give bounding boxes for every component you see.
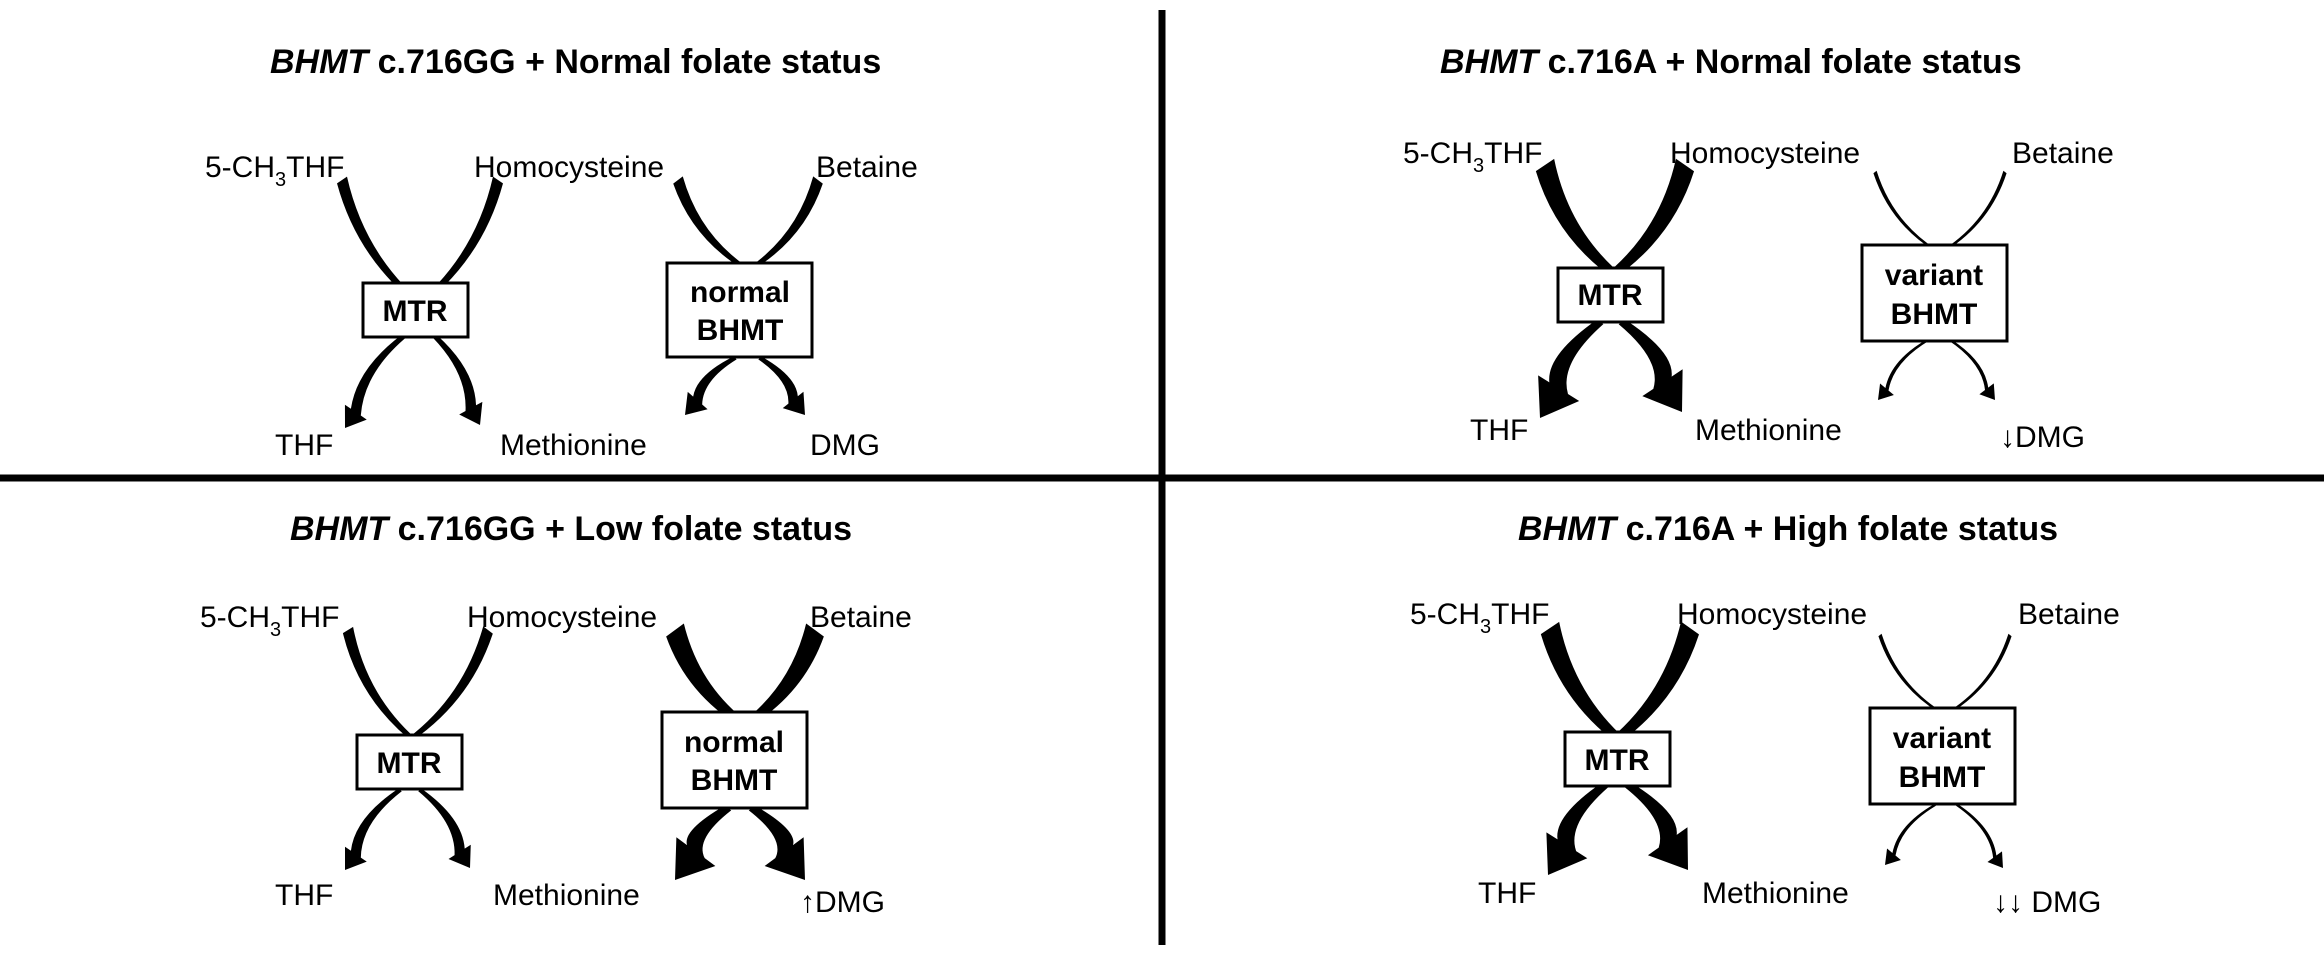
bhmt-flux-out-left — [1878, 339, 1929, 400]
homocysteine-label: Homocysteine — [467, 601, 657, 634]
panel-top-right: BHMT c.716A + Normal folate status MTR 5… — [1403, 43, 2114, 454]
mtr-flux-in-right — [1601, 621, 1699, 751]
dmg-label: ↑DMG — [800, 886, 885, 919]
bhmt-enzyme-line1: normal — [684, 726, 784, 759]
homocysteine-label: Homocysteine — [1677, 598, 1867, 631]
5-ch3thf-label: 5-CH3THF — [1403, 137, 1542, 177]
mtr-enzyme-box — [1563, 730, 1672, 788]
thf-label: THF — [1470, 414, 1528, 447]
mtr-enzyme-box — [355, 733, 464, 791]
mtr-enzyme-label: MTR — [377, 747, 442, 780]
bhmt-reaction: normal BHMT Betaine ↑DMG — [660, 601, 912, 919]
bhmt-reaction: variant BHMT Betaine ↓DMG — [1860, 137, 2114, 454]
thf-label: THF — [275, 429, 333, 462]
bhmt-reaction: variant BHMT Betaine ↓↓ DMG — [1868, 598, 2120, 919]
dmg-label: ↓↓ DMG — [1993, 886, 2101, 919]
bhmt-flux-out-right — [748, 805, 805, 880]
thf-label: THF — [275, 879, 333, 912]
bhmt-enzyme-line1: variant — [1885, 259, 1983, 292]
dmg-label: DMG — [810, 429, 880, 462]
mtr-flux-out-left — [344, 328, 414, 428]
bhmt-flux-in-left — [673, 176, 747, 270]
bhmt-flux-in-right — [750, 176, 823, 270]
bhmt-enzyme-box — [665, 261, 814, 359]
5-ch3thf-label: 5-CH3THF — [205, 151, 344, 191]
methionine-label: Methionine — [500, 429, 647, 462]
mtr-flux-out-left — [1546, 782, 1609, 875]
bhmt-flux-in-left — [666, 623, 749, 728]
panel-title: BHMT c.716A + Normal folate status — [1440, 43, 2022, 81]
bhmt-enzyme-line2: BHMT — [1899, 761, 1986, 794]
mtr-flux-in-left — [342, 626, 422, 747]
bhmt-flux-out-right — [1956, 804, 2003, 868]
mtr-flux-in-left — [337, 176, 432, 314]
bhmt-flux-out-right — [758, 356, 805, 415]
bhmt-enzyme-line2: BHMT — [1891, 298, 1978, 331]
bhmt-flux-out-left — [1885, 804, 1936, 865]
mtr-flux-in-left — [1535, 158, 1626, 283]
mtr-enzyme-label: MTR — [1578, 279, 1643, 312]
mtr-reaction: MTR 5-CH3THF Homocysteine THF Methionine — [1410, 598, 1867, 910]
5-ch3thf-label: 5-CH3THF — [200, 601, 339, 641]
bhmt-enzyme-line1: normal — [690, 276, 790, 309]
homocysteine-label: Homocysteine — [474, 151, 664, 184]
mtr-flux-out-right — [426, 328, 483, 425]
betaine-label: Betaine — [2012, 137, 2114, 170]
mtr-flux-in-right — [400, 626, 493, 747]
methionine-label: Methionine — [1695, 414, 1842, 447]
mtr-flux-out-left — [1538, 319, 1604, 418]
5-ch3thf-label: 5-CH3THF — [1410, 598, 1549, 638]
mtr-reaction: MTR 5-CH3THF Homocysteine THF Methionine — [200, 601, 657, 912]
mtr-enzyme-label: MTR — [383, 295, 448, 328]
mtr-enzyme-box — [1556, 266, 1665, 324]
homocysteine-label: Homocysteine — [1670, 137, 1860, 170]
bhmt-enzyme-line2: BHMT — [697, 314, 784, 347]
mtr-flux-out-right — [1624, 782, 1688, 870]
bhmt-enzyme-box — [1860, 243, 2009, 343]
mtr-flux-in-right — [1601, 158, 1695, 283]
bhmt-flux-out-left — [675, 805, 732, 880]
mtr-reaction: MTR 5-CH3THF Homocysteine THF Methionine — [205, 151, 664, 462]
mtr-reaction: MTR 5-CH3THF Homocysteine THF Methionine — [1403, 137, 1860, 447]
bhmt-flux-in-left — [1878, 633, 1941, 713]
methionine-label: Methionine — [1702, 877, 1849, 910]
betaine-label: Betaine — [810, 601, 912, 634]
bhmt-flux-in-right — [1949, 633, 2012, 713]
bhmt-flux-in-left — [1873, 170, 1936, 251]
bhmt-flux-in-right — [1944, 170, 2007, 251]
panel-top-left: BHMT c.716GG + Normal folate status MTR … — [205, 43, 918, 462]
bhmt-flux-in-right — [741, 623, 824, 728]
bhmt-enzyme-box — [1868, 706, 2017, 806]
mtr-flux-out-right — [418, 788, 471, 868]
bhmt-enzyme-box — [660, 710, 809, 810]
bhmt-flux-out-left — [685, 356, 737, 415]
bhmt-enzyme-line1: variant — [1893, 722, 1991, 755]
mtr-flux-in-left — [1540, 621, 1634, 751]
mtr-enzyme-box — [361, 281, 470, 339]
panel-title: BHMT c.716A + High folate status — [1518, 510, 2058, 548]
bhmt-enzyme-line2: BHMT — [691, 764, 778, 797]
mtr-enzyme-label: MTR — [1585, 744, 1650, 777]
betaine-label: Betaine — [2018, 598, 2120, 631]
mtr-flux-out-right — [1618, 319, 1683, 412]
betaine-label: Betaine — [816, 151, 918, 184]
dmg-label: ↓DMG — [2000, 421, 2085, 454]
panel-bottom-right: BHMT c.716A + High folate status MTR 5-C… — [1410, 510, 2120, 919]
mtr-flux-in-right — [408, 176, 503, 314]
panel-bottom-left: BHMT c.716GG + Low folate status MTR 5-C… — [200, 510, 912, 919]
thf-label: THF — [1478, 877, 1536, 910]
bhmt-flux-out-right — [1949, 339, 1995, 400]
panel-title: BHMT c.716GG + Low folate status — [290, 510, 852, 548]
bhmt-reaction: normal BHMT Betaine DMG — [665, 151, 918, 462]
panel-title: BHMT c.716GG + Normal folate status — [270, 43, 881, 81]
mtr-flux-out-left — [345, 788, 402, 870]
methionine-label: Methionine — [493, 879, 640, 912]
